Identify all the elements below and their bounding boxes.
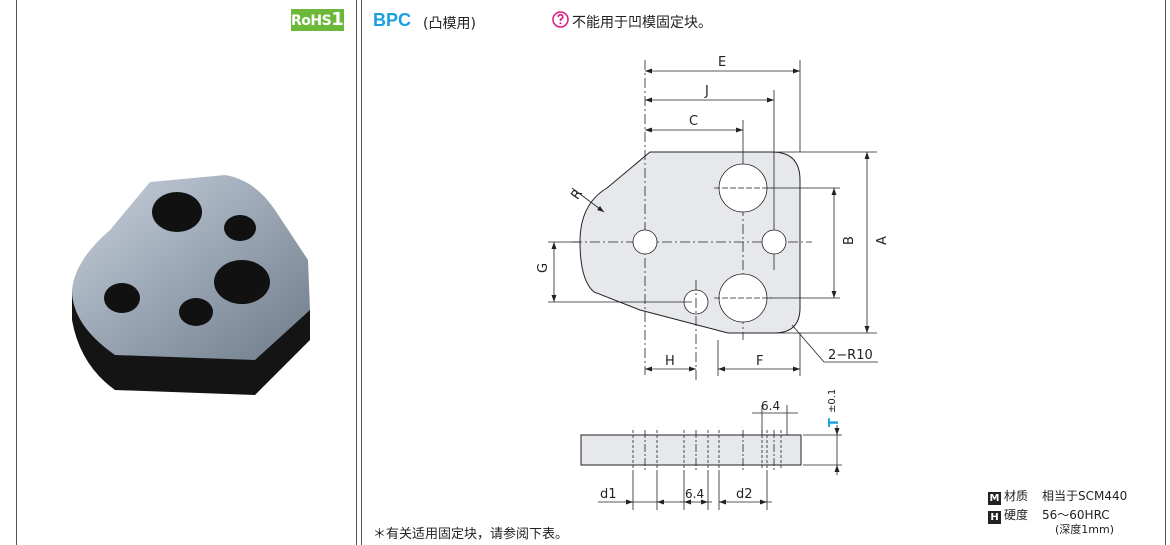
dim-d1: d1	[600, 487, 617, 502]
dim-T: T	[827, 418, 842, 427]
dim-T-tol: ±0.1	[827, 389, 838, 413]
dim-G: G	[536, 263, 551, 273]
material-badge-icon: M	[988, 492, 1001, 505]
footnote: ＊有关适用固定块，请参阅下表。	[373, 527, 569, 542]
dim-E: E	[718, 55, 726, 70]
dim-H: H	[665, 354, 675, 369]
technical-drawing: E J C R B A G H F 2−R10 6.4 T ±0.1 d1 6.…	[536, 55, 890, 510]
dim-R: R	[568, 187, 585, 203]
product-code: BPC	[373, 10, 412, 30]
rohs-badge: RoHS10	[291, 9, 356, 31]
spec-hardness-note: (深度1mm)	[1055, 523, 1115, 536]
warning-icon	[552, 11, 569, 28]
dim-B: B	[842, 236, 857, 245]
product-photo	[72, 175, 310, 395]
dim-F: F	[756, 354, 763, 369]
hardness-badge-icon: H	[988, 511, 1001, 524]
product-code-sub: (凸模用)	[423, 16, 476, 32]
dim-d2: d2	[736, 487, 753, 502]
column-divider	[356, 0, 357, 545]
dim-t64: 6.4	[761, 399, 780, 413]
dim-A: A	[875, 236, 890, 245]
column-divider-inner	[361, 0, 362, 545]
page-frame	[16, 0, 1166, 545]
dim-2R10: 2−R10	[828, 348, 873, 363]
dim-C: C	[689, 114, 698, 129]
warning-text: 不能用于凹模固定块。	[572, 15, 712, 31]
dim-J: J	[704, 84, 709, 99]
dim-b64: 6.4	[685, 487, 704, 501]
